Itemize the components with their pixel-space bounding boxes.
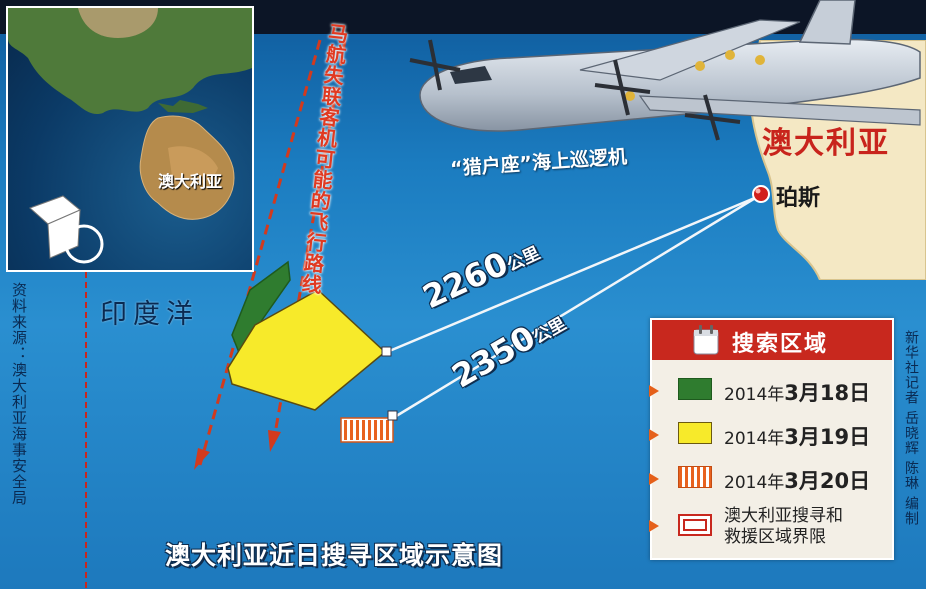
calendar-icon	[693, 325, 719, 355]
legend-date: 2014年3月18日	[724, 381, 871, 405]
inset-country-label: 澳大利亚	[158, 172, 223, 191]
legend-date: 2014年3月19日	[724, 425, 871, 449]
agency-credit: 新华社记者 岳晓辉 陈琳 编制	[903, 330, 919, 527]
legend-title: 搜索区域	[732, 332, 829, 357]
legend-swatch-boundary	[678, 514, 712, 536]
legend-swatch-green	[678, 378, 712, 400]
arrow-right-icon	[649, 520, 659, 532]
inset-map: 澳大利亚	[6, 6, 254, 272]
legend-item: 2014年3月19日	[649, 416, 892, 452]
search-area-mar18	[231, 260, 291, 357]
legend-date: 2014年3月20日	[724, 469, 871, 493]
map-title: 澳大利亚近日搜寻区域示意图	[165, 541, 504, 570]
city-label: 珀斯	[776, 186, 821, 211]
legend-item: 2014年3月18日	[649, 372, 892, 408]
legend-boundary-text: 澳大利亚搜寻和救援区域界限	[724, 506, 843, 547]
inset-map-graphic	[8, 8, 252, 264]
arrow-right-icon	[649, 473, 659, 485]
country-label: 澳大利亚	[762, 126, 890, 161]
legend-swatch-stripes	[678, 466, 712, 488]
search-area-mar20	[340, 417, 394, 443]
legend-swatch-yellow	[678, 422, 712, 444]
arrow-right-icon	[649, 385, 659, 397]
legend-item: 2014年3月20日	[649, 460, 892, 496]
legend-item: 澳大利亚搜寻和救援区域界限	[649, 506, 892, 550]
legend-header: 搜索区域	[652, 320, 892, 360]
distance-lines	[381, 195, 758, 421]
source-credit: 资料来源：澳大利亚海事安全局	[10, 282, 28, 506]
orion-aircraft-icon	[409, 0, 921, 141]
arrow-right-icon	[649, 429, 659, 441]
ocean-label: 印度洋	[100, 299, 199, 330]
legend: 搜索区域 2014年3月18日 2014年3月19日 2014年3月20日 澳大…	[649, 318, 894, 560]
location-pin-icon	[752, 185, 770, 203]
